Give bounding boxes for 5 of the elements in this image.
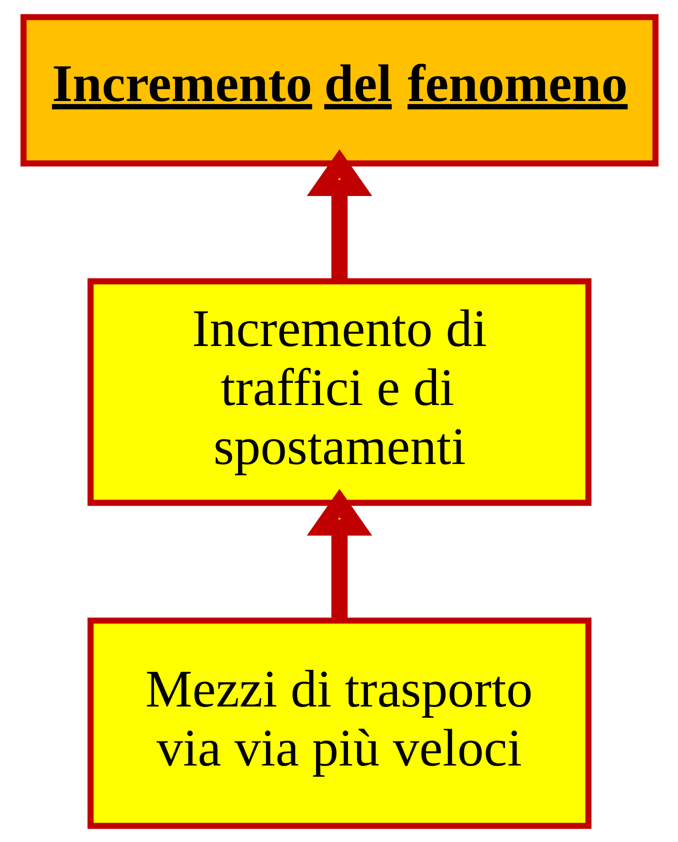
node-box: Incremento di traffici e di spostamenti [87, 278, 591, 506]
arrow [306, 148, 372, 280]
arrow [306, 488, 372, 620]
node-box: Incremento del fenomeno [20, 14, 658, 166]
node-box: Mezzi di trasporto via via più veloci [87, 617, 591, 828]
